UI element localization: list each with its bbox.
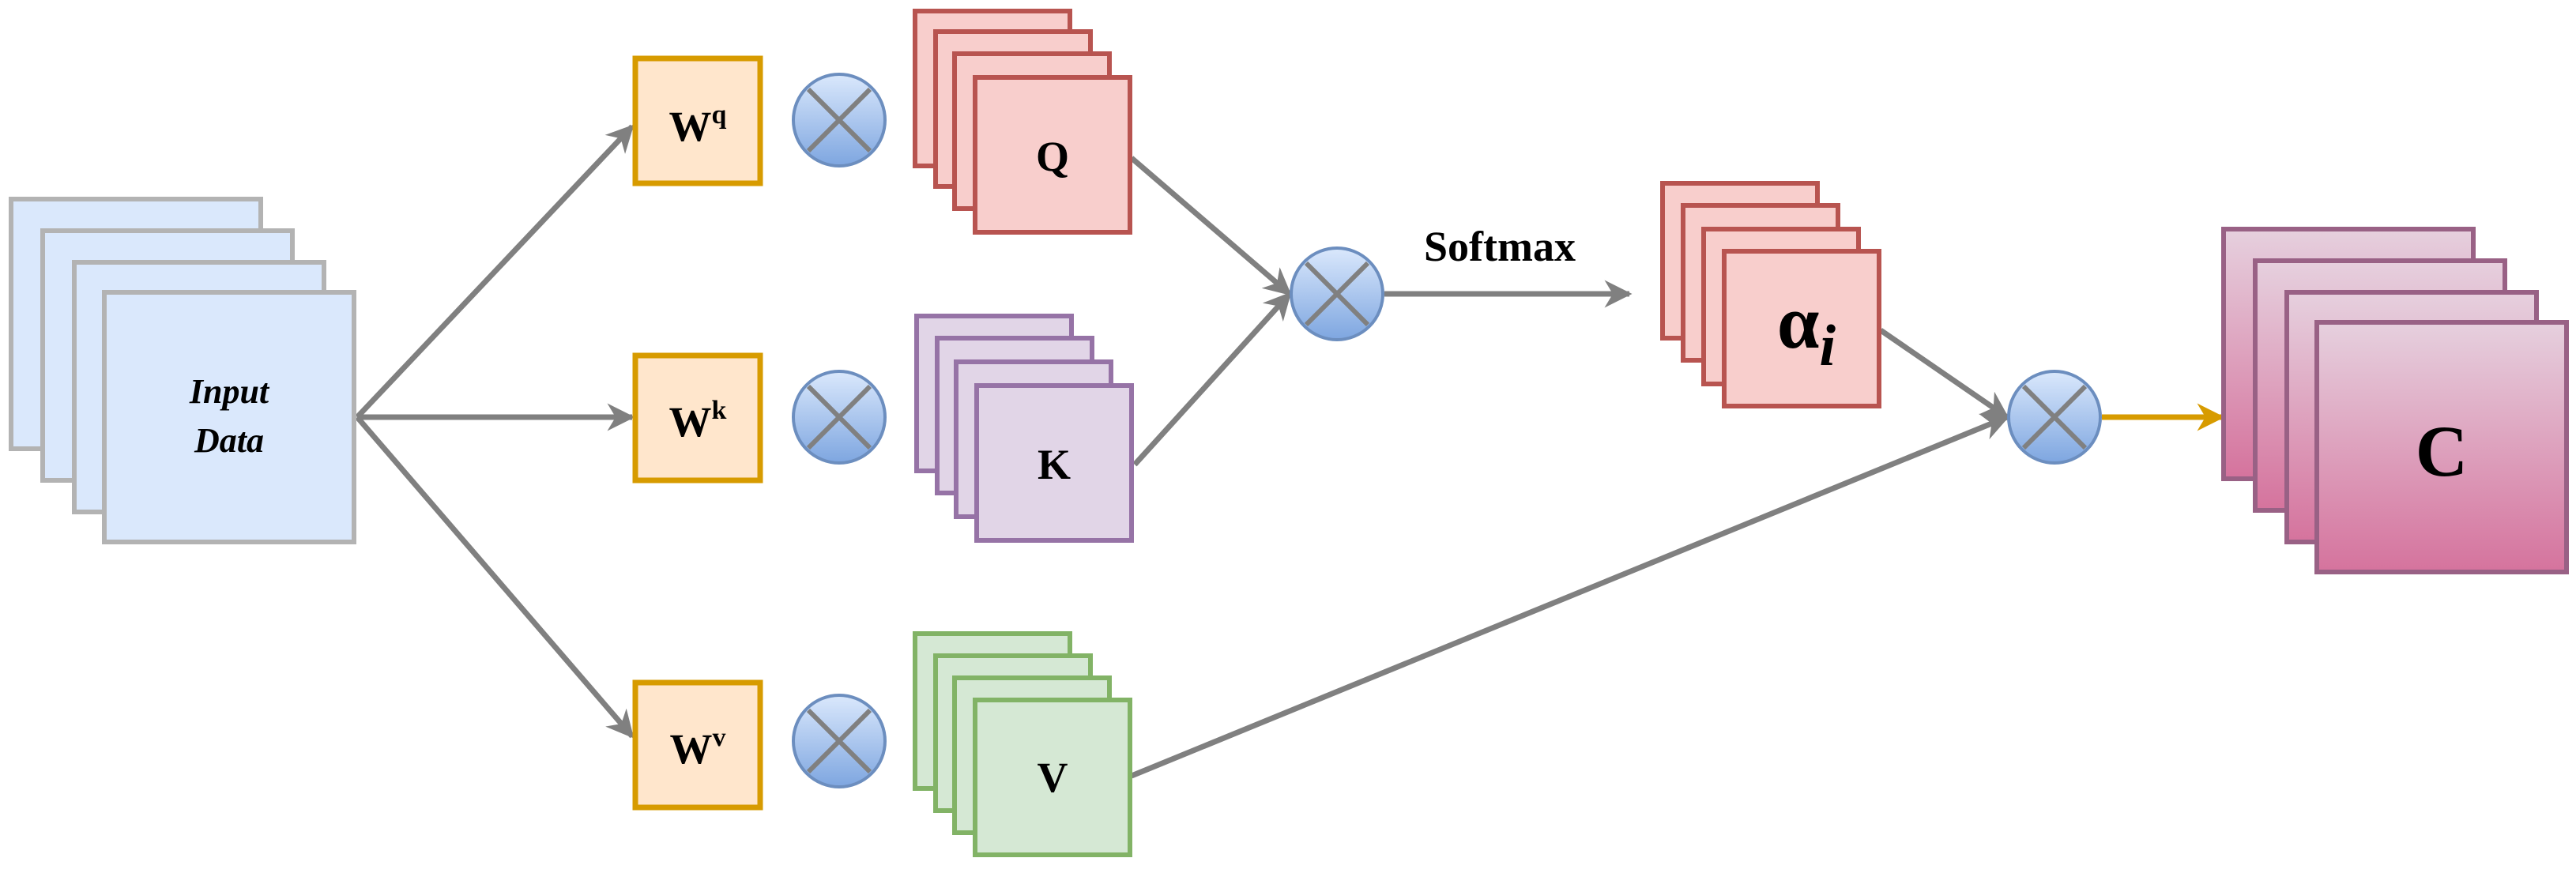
weight-k-box: [632, 352, 763, 484]
input-label-line1: Input: [189, 372, 270, 411]
k-layer: [974, 383, 1134, 543]
multiply-icon-k: [792, 370, 887, 465]
alpha-label: αi: [1777, 280, 1836, 378]
q-layer: [973, 75, 1132, 235]
weight-boxes: [632, 55, 763, 811]
multiply-icon-q: [792, 73, 887, 167]
q-label: Q: [1036, 133, 1069, 180]
weight-q-box: [632, 55, 763, 186]
weight-v-box: [632, 679, 763, 811]
input-layer: [102, 290, 356, 544]
input-data-stack: [9, 197, 356, 544]
arrow-input-to-wq: [355, 124, 635, 420]
k-stack: [914, 314, 1134, 543]
arrow-q-to-mult: [1129, 156, 1292, 296]
alpha-layer: [1722, 249, 1881, 408]
context-stack: [2221, 227, 2569, 574]
k-label: K: [1038, 441, 1071, 488]
arrow-alpha-to-mult: [1879, 328, 2009, 420]
arrow-k-to-mult: [1132, 292, 1292, 467]
weight-v-label: Wv: [670, 723, 726, 773]
v-layer: [973, 698, 1132, 857]
v-label: V: [1038, 754, 1068, 801]
weight-q-label: Wq: [669, 100, 727, 150]
weight-k-label: Wk: [669, 396, 727, 446]
softmax-label: Softmax: [1424, 223, 1576, 270]
q-stack: [913, 9, 1132, 235]
context-layer: [2314, 320, 2569, 574]
context-label: C: [2416, 411, 2468, 491]
arrow-v-to-mult: [1130, 413, 2010, 779]
multiply-icon-v: [792, 694, 887, 788]
input-label-line2: Data: [194, 421, 264, 460]
v-stack: [913, 631, 1132, 857]
multiply-icon-av: [2007, 370, 2102, 465]
connectors: [355, 124, 2010, 779]
multiply-operators: [792, 73, 2102, 788]
arrow-input-to-wv: [355, 415, 635, 739]
multiply-icon-qk: [1290, 246, 1384, 341]
alpha-stack: [1660, 181, 1881, 408]
